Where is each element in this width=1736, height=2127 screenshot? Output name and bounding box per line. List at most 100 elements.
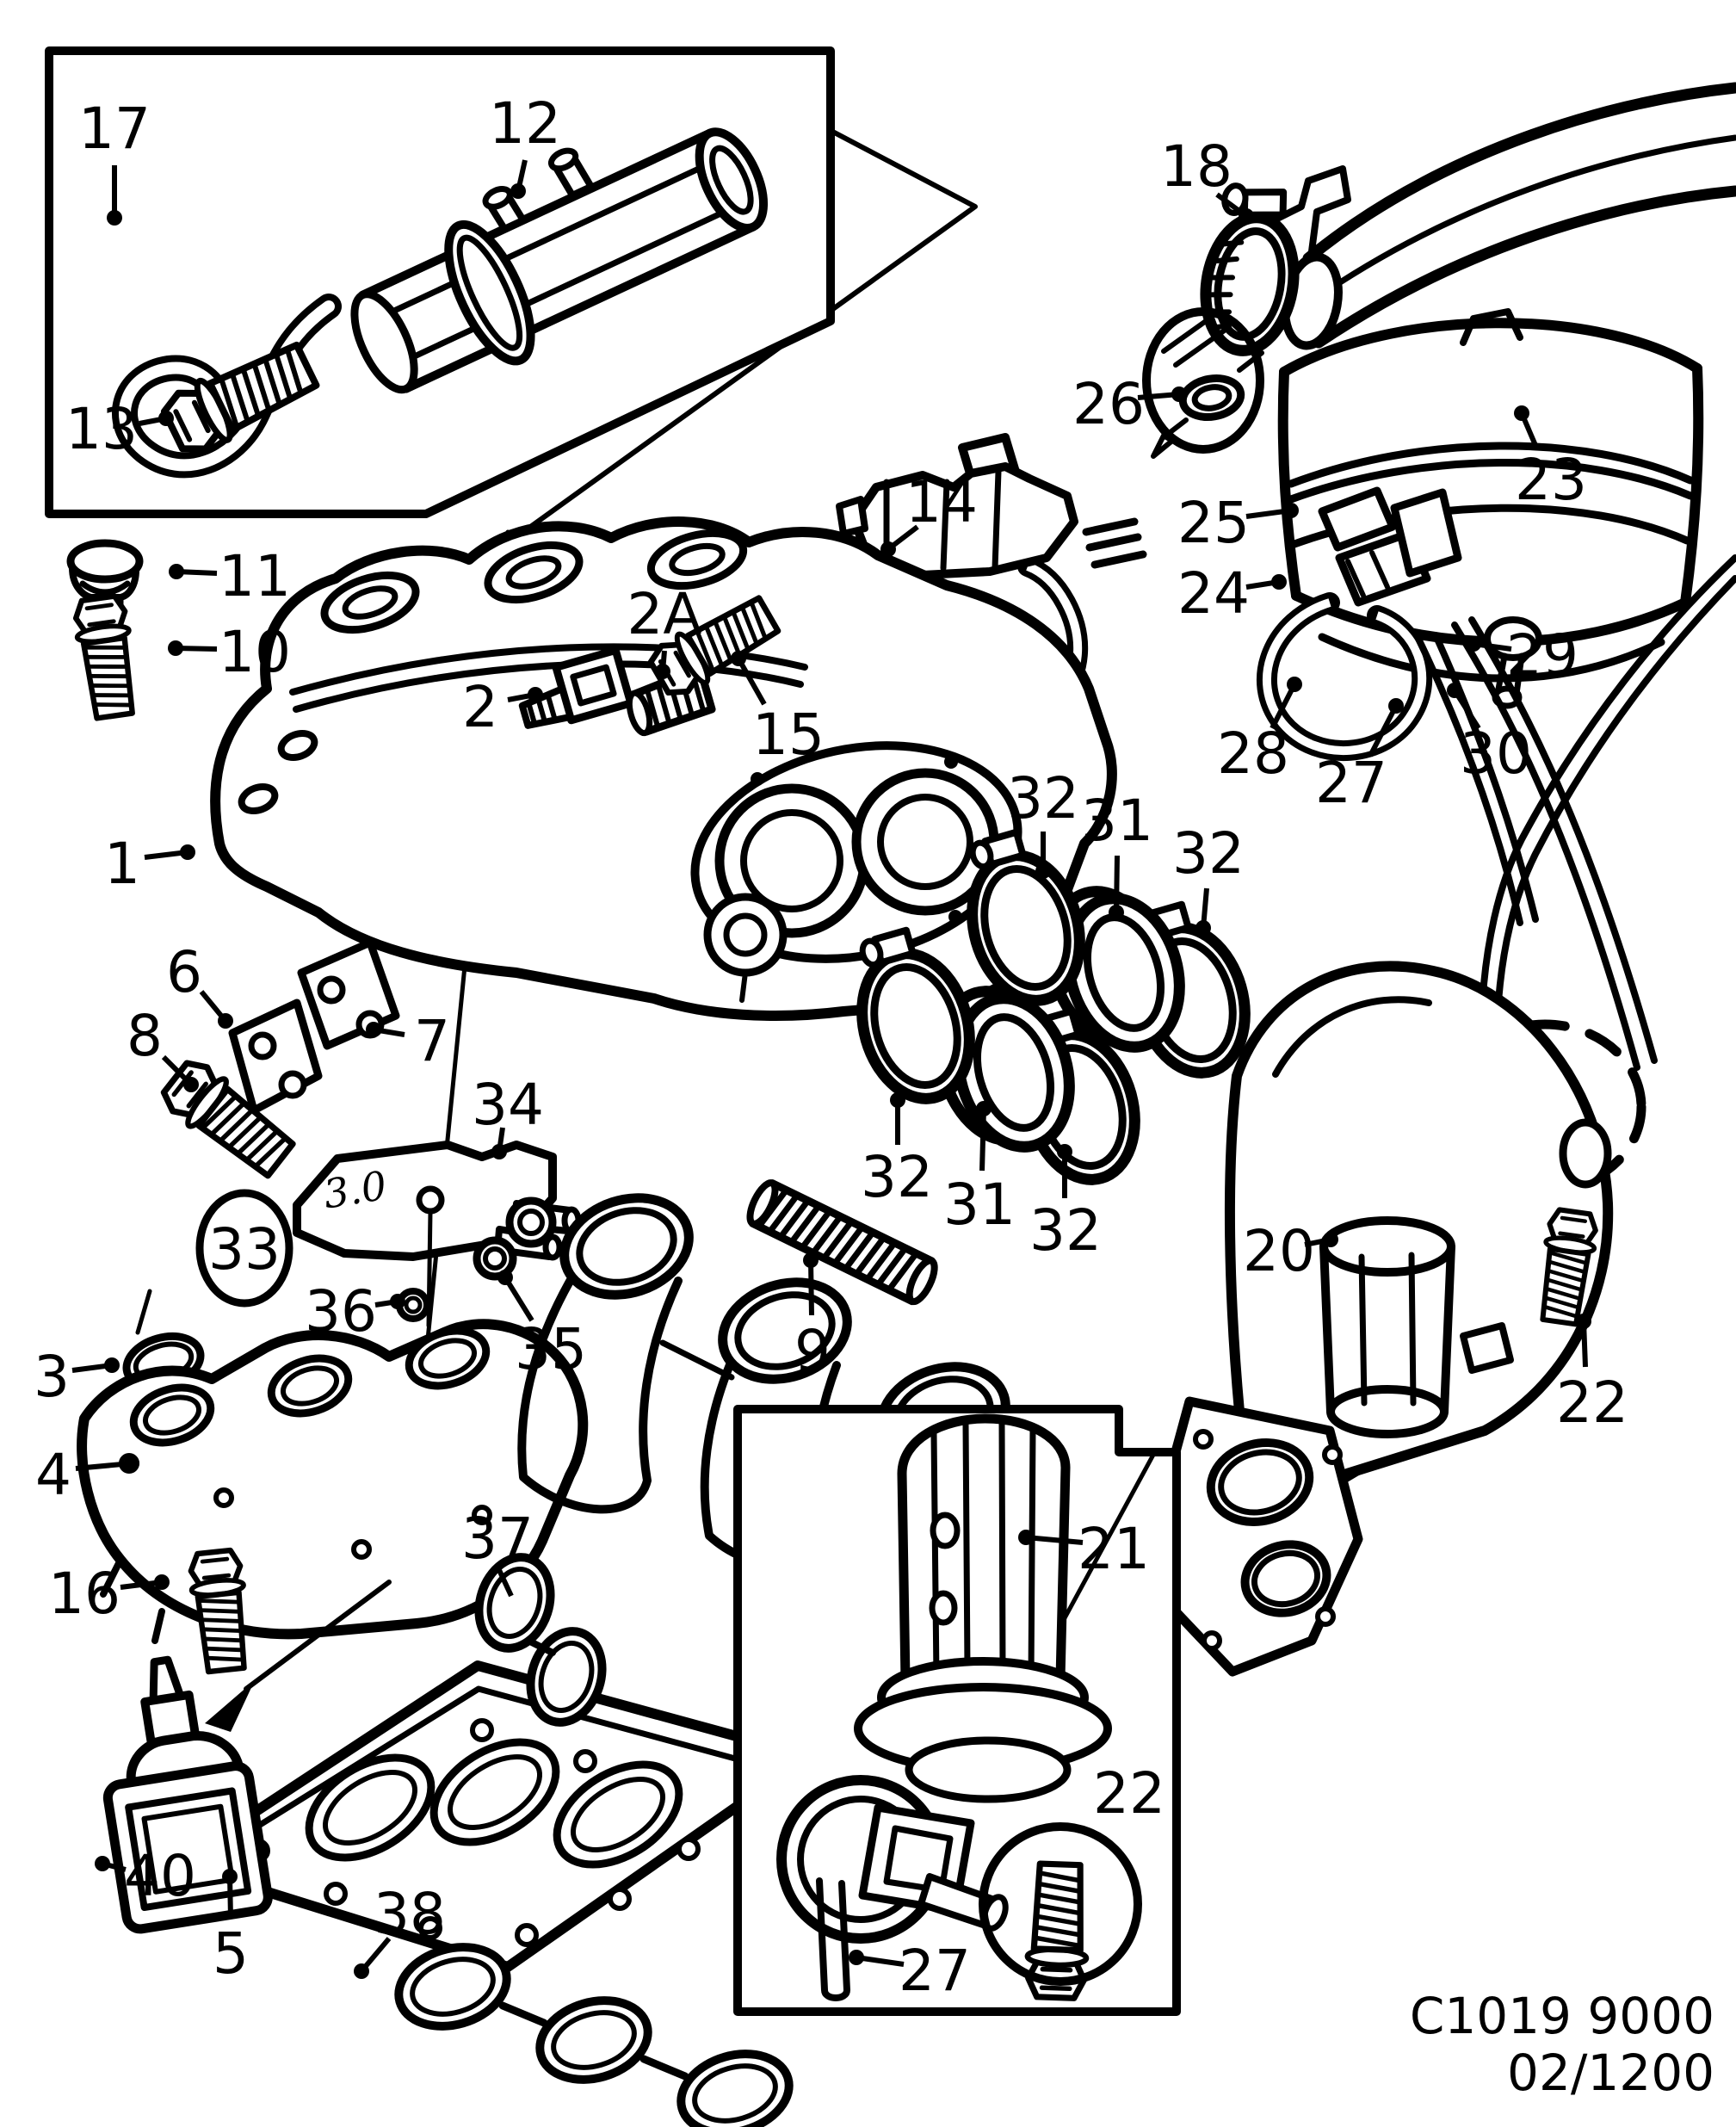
callout-22: 22	[1556, 1314, 1628, 1436]
callout-21: 21	[1018, 1516, 1150, 1582]
leader-dot	[849, 1950, 864, 1965]
hose-clamp-18	[1200, 182, 1300, 356]
canister-23	[1277, 308, 1704, 709]
runner-domes	[320, 529, 748, 634]
leader-line	[736, 657, 767, 706]
callout-11: 11	[169, 543, 291, 609]
callout-number: 36	[305, 1278, 377, 1345]
callout-27: 27	[849, 1938, 971, 2004]
callout-38: 38	[354, 1881, 446, 1979]
callout-number: 32	[1007, 765, 1079, 832]
callout-2A: 2A	[627, 581, 702, 679]
figure-revision: 02/1200	[1507, 2044, 1714, 2102]
bracket-6	[228, 999, 323, 1115]
callout-24: 24	[1177, 560, 1287, 627]
leader-dot	[1447, 683, 1462, 698]
leader-dot	[95, 1856, 110, 1871]
leader-dot	[180, 844, 195, 860]
callout-number: 15	[752, 702, 825, 768]
iac-motor-12	[350, 127, 769, 394]
leader-dot	[880, 541, 896, 557]
callout-7: 7	[366, 1008, 450, 1074]
callout-number: 31	[1081, 788, 1153, 854]
leader-line	[1368, 704, 1399, 757]
leader-dot	[1287, 677, 1302, 692]
nut-detail-circle	[1142, 307, 1264, 454]
callout-17: 17	[78, 96, 151, 226]
leader-line	[503, 1276, 534, 1322]
callout-8: 8	[127, 1003, 199, 1092]
pressure-regulator	[703, 893, 788, 977]
nut-26-detail	[1151, 314, 1264, 459]
callout-number: 18	[1160, 133, 1232, 200]
leader-line	[1025, 1535, 1084, 1545]
callout-number: 1	[104, 831, 140, 897]
leader-dot	[1239, 208, 1254, 224]
callout-number: 17	[78, 96, 151, 162]
callout-number: 20	[1243, 1218, 1315, 1284]
leader-dot	[168, 640, 183, 656]
callout-number: 34	[472, 1072, 544, 1138]
stud-9	[746, 1179, 938, 1306]
callout-3: 3	[34, 1344, 120, 1410]
inset-box-iac	[45, 46, 835, 518]
callout-number: 8	[127, 1003, 163, 1069]
callout-number: 32	[1029, 1197, 1102, 1264]
leader-dot	[731, 651, 746, 666]
callout-number: 3	[34, 1344, 70, 1410]
leader-dot	[1057, 1144, 1072, 1159]
leader-dot	[1283, 503, 1299, 518]
leader-dot	[104, 1357, 120, 1373]
leader-dot	[1576, 1314, 1591, 1329]
callout-number: 27	[1315, 750, 1387, 816]
leader-line	[75, 1461, 133, 1471]
callout-number: 24	[1177, 560, 1250, 627]
leader-dot	[1035, 863, 1051, 879]
o-ring-35	[473, 1236, 517, 1281]
leader-dot	[366, 1022, 381, 1037]
leader-dot	[1018, 1530, 1034, 1545]
leader-dot	[655, 664, 670, 679]
callout-32: 32	[1029, 1144, 1102, 1264]
callout-40: 40	[95, 1843, 196, 1909]
connector-pins	[1082, 517, 1147, 569]
callout-number: 10	[219, 619, 291, 685]
leader-dot	[890, 1092, 905, 1108]
callout-number: 6	[166, 939, 202, 1005]
leader-line	[1114, 855, 1120, 913]
resonator-barrel	[1319, 1216, 1455, 1438]
callout-number: 22	[1556, 1370, 1628, 1436]
leader-line	[979, 1108, 986, 1172]
callout-number: 12	[489, 90, 561, 157]
drain-hoses-27-29-30	[1415, 554, 1736, 1097]
callout-2: 2	[462, 674, 543, 740]
leader-dot	[1195, 920, 1211, 936]
callout-number: 2	[462, 674, 498, 740]
leader-dot	[1109, 905, 1124, 920]
callout-5: 5	[213, 1869, 249, 1987]
fitting-2	[518, 646, 635, 729]
callout-number: 13	[65, 396, 138, 462]
leader-line	[497, 1568, 514, 1598]
callout-12: 12	[489, 90, 561, 199]
callout-1: 1	[104, 831, 195, 897]
callout-number: 32	[861, 1144, 933, 1210]
duct-flange	[1164, 1396, 1363, 1677]
callout-number: 26	[1072, 371, 1145, 437]
callout-33: 33	[195, 1189, 293, 1308]
callout-number: 37	[461, 1506, 534, 1572]
callout-9: 9	[794, 1252, 831, 1384]
spacer-plate-5	[171, 1660, 814, 1972]
bolt-10	[72, 595, 140, 720]
callout-number: 40	[124, 1843, 196, 1909]
callout-6: 6	[166, 939, 233, 1029]
callout-18: 18	[1160, 133, 1254, 224]
callout-number: 23	[1515, 447, 1587, 513]
callout-number: 32	[1172, 820, 1245, 887]
leader-dot	[1171, 386, 1187, 402]
callout-circle	[195, 1189, 293, 1308]
detail-circles-layer	[979, 307, 1264, 1986]
